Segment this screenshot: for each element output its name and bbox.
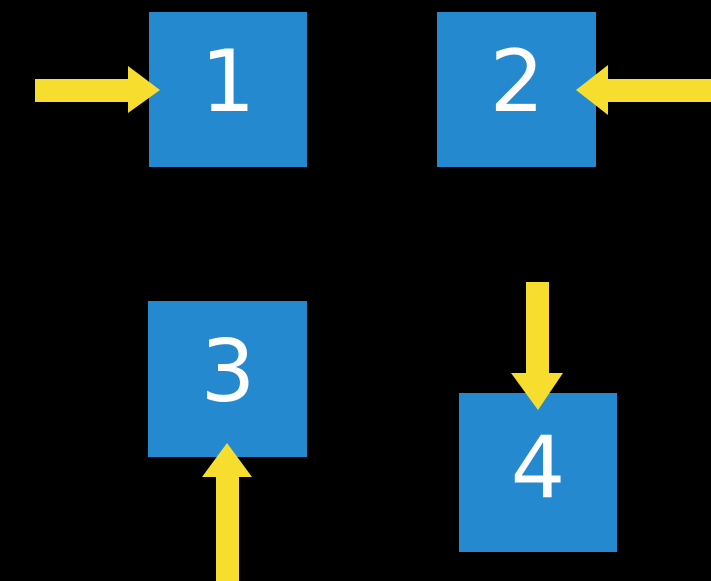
arrow-up-icon [202,443,252,581]
node-4-box[interactable] [459,393,617,552]
node-1[interactable]: 1 [149,12,307,167]
node-4-label: 4 [511,418,566,518]
node-1-box[interactable] [149,12,307,167]
node-3-box[interactable] [148,301,307,457]
node-1-label: 1 [201,32,256,132]
node-3-label: 3 [201,322,256,422]
arrow-left-icon [576,65,711,115]
node-3[interactable]: 3 [148,301,307,457]
arrow-down-icon [511,282,563,410]
node-2-box[interactable] [437,12,596,167]
arrow-right-icon [35,66,160,113]
node-4[interactable]: 4 [459,393,617,552]
node-2[interactable]: 2 [437,12,596,167]
node-2-label: 2 [490,32,545,132]
